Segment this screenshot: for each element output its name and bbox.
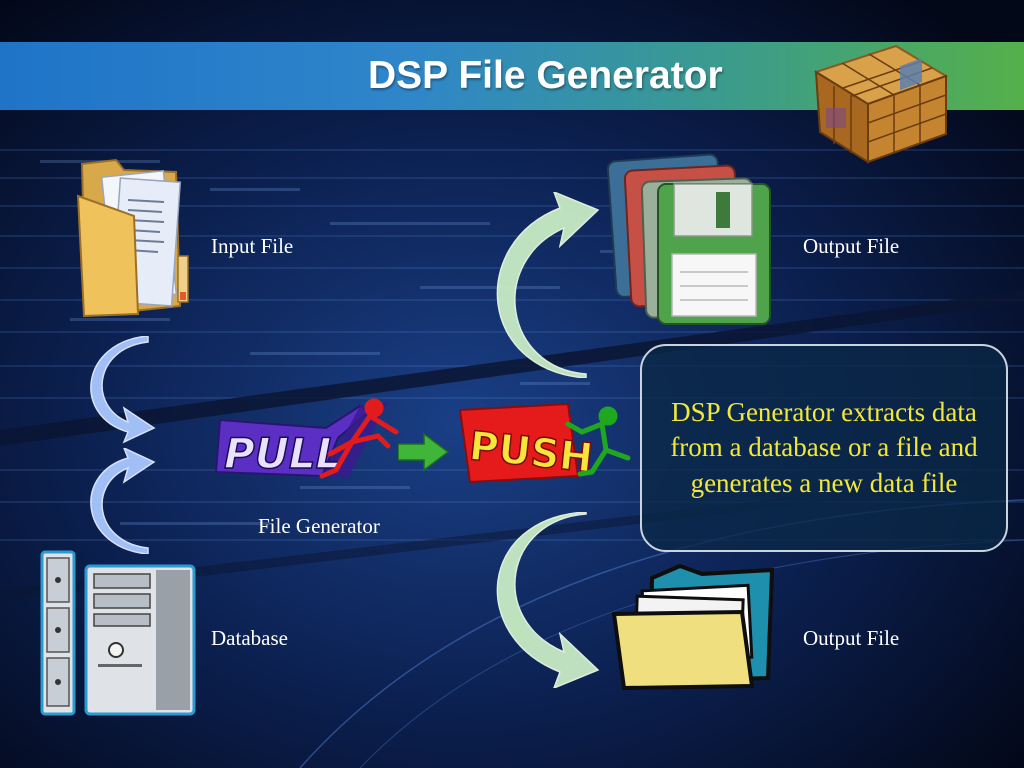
slide-title: DSP File Generator (368, 54, 723, 97)
push-graphic: PUSH (458, 402, 631, 484)
curved-arrow-down-right-icon (496, 512, 600, 688)
callout-text: DSP Generator extracts data from a datab… (670, 396, 978, 498)
curved-arrow-up-icon (90, 448, 156, 554)
curved-arrow-up-right-icon (496, 192, 600, 378)
input-file-label: Input File (211, 234, 294, 258)
database-server-icon (40, 550, 196, 716)
file-generator-label: File Generator (258, 514, 380, 538)
pull-text: PULL (224, 429, 342, 478)
photo-cube-icon (813, 44, 949, 164)
description-callout: DSP Generator extracts data from a datab… (640, 344, 1008, 552)
floppy-disks-icon (606, 153, 771, 325)
arrow-right-icon (398, 432, 450, 472)
open-folder-icon (611, 563, 775, 691)
input-file-icon (76, 158, 189, 318)
database-label: Database (211, 626, 288, 650)
pull-graphic: PULL (214, 398, 399, 479)
curved-arrow-down-icon (90, 336, 156, 444)
output-file-top-label: Output File (803, 234, 900, 258)
output-file-bottom-label: Output File (803, 626, 900, 650)
